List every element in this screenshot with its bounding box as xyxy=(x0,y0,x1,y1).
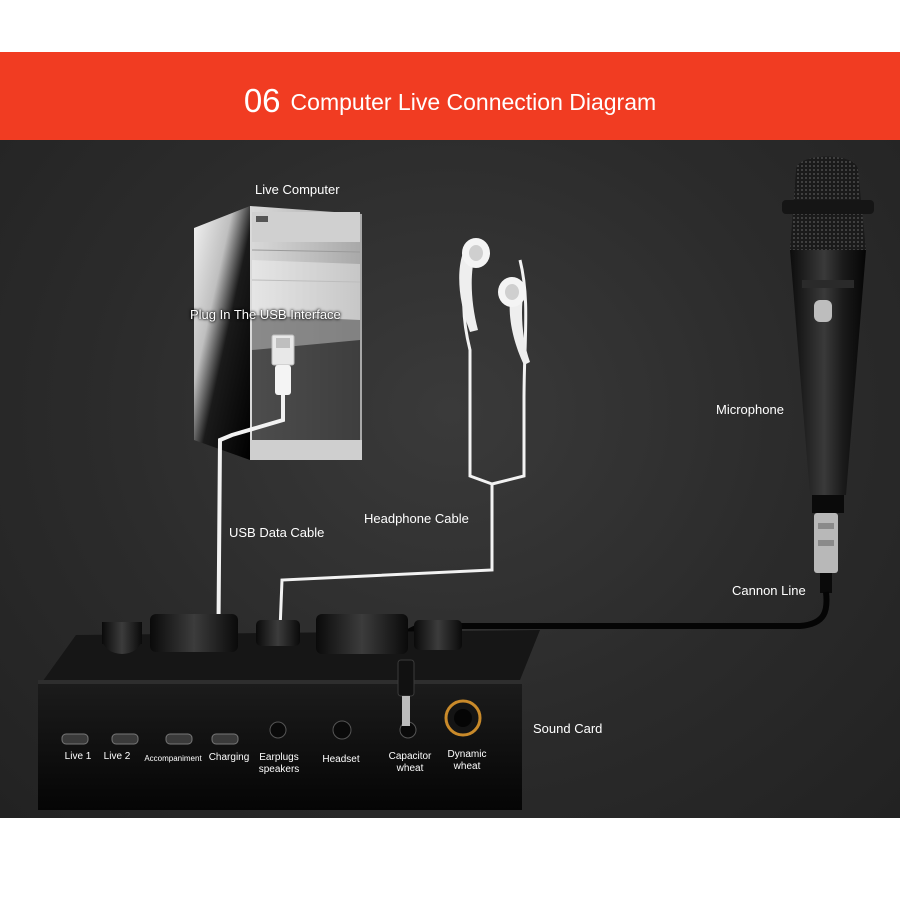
diagram-illustration xyxy=(38,156,874,810)
port-label-capacitor-wheat: Capacitor wheat xyxy=(388,751,432,774)
label-microphone: Microphone xyxy=(716,402,784,417)
title-banner xyxy=(0,52,900,140)
cannon-line xyxy=(401,591,830,681)
title-number: 06 xyxy=(243,82,281,119)
port-label-charging: Charging xyxy=(208,752,250,763)
port-label-live-2: Live 2 xyxy=(103,751,131,762)
label-cannon-line: Cannon Line xyxy=(732,583,806,598)
title-text: Computer Live Connection Diagram xyxy=(290,89,657,115)
label-live-computer: Live Computer xyxy=(255,182,340,197)
connection-diagram: Live Computer Plug In The USB Interface … xyxy=(0,140,900,818)
label-headphone-cable: Headphone Cable xyxy=(364,511,469,526)
port-label-accompaniment: Accompaniment xyxy=(144,754,202,763)
label-plug-usb: Plug In The USB Interface xyxy=(190,307,341,322)
port-label-earplugs-speakers: Earplugs speakers xyxy=(258,752,300,775)
microphone xyxy=(782,156,874,593)
port-label-headset: Headset xyxy=(322,754,360,765)
page-title: 06 Computer Live Connection Diagram xyxy=(0,82,900,120)
mic-adapter-plug xyxy=(397,659,415,726)
sound-card xyxy=(38,614,540,810)
label-usb-cable: USB Data Cable xyxy=(229,525,325,540)
port-label-dynamic-wheat: Dynamic wheat xyxy=(447,749,487,772)
label-sound-card: Sound Card xyxy=(533,721,603,736)
port-label-live-1: Live 1 xyxy=(64,751,92,762)
